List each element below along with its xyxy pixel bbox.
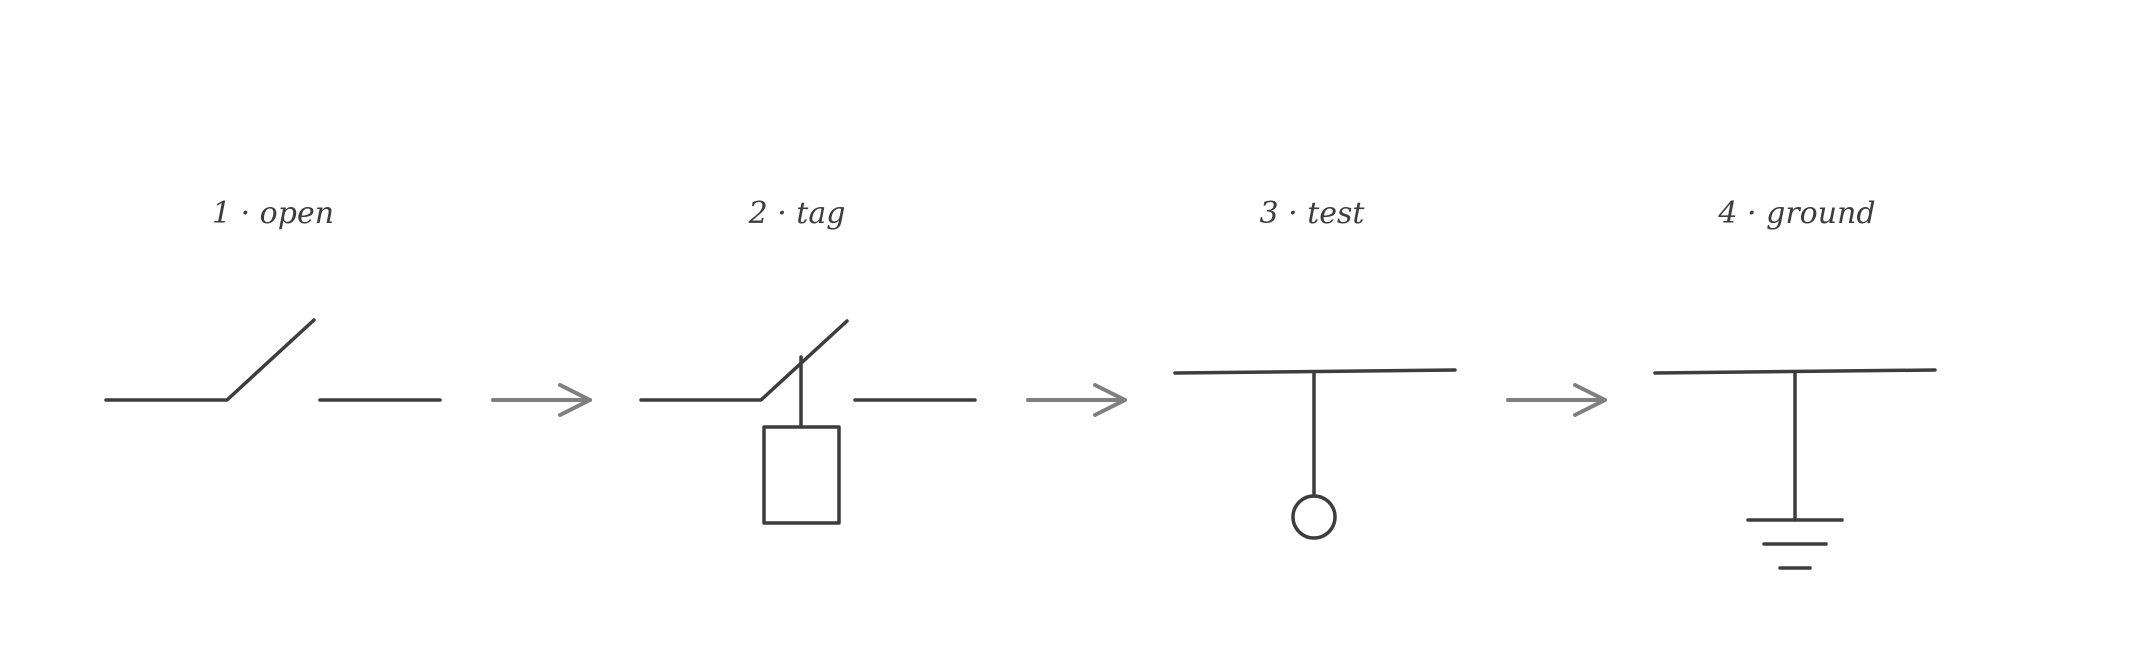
open-switch-symbol (104, 318, 442, 402)
step-4-label: 4 · ground (1718, 196, 1876, 231)
tagged-switch-symbol (639, 319, 977, 525)
step-2-label: 2 · tag (748, 196, 846, 231)
step-1-label: 1 · open (211, 196, 335, 231)
arrow-2-head (1093, 383, 1127, 417)
tagged-switch-left-lead (639, 319, 849, 402)
ground-symbol (1653, 368, 1937, 570)
test-point-symbol (1173, 368, 1457, 540)
arrow-3 (1506, 383, 1607, 417)
lockout-tag (762, 425, 841, 525)
arrow-1 (491, 383, 592, 417)
step-3-label: 3 · test (1259, 196, 1365, 231)
arrow-2 (1026, 383, 1127, 417)
switch-left-lead (104, 318, 316, 402)
test-probe-circle (1291, 494, 1337, 540)
arrow-1-head (558, 383, 592, 417)
arrow-3-head (1573, 383, 1607, 417)
